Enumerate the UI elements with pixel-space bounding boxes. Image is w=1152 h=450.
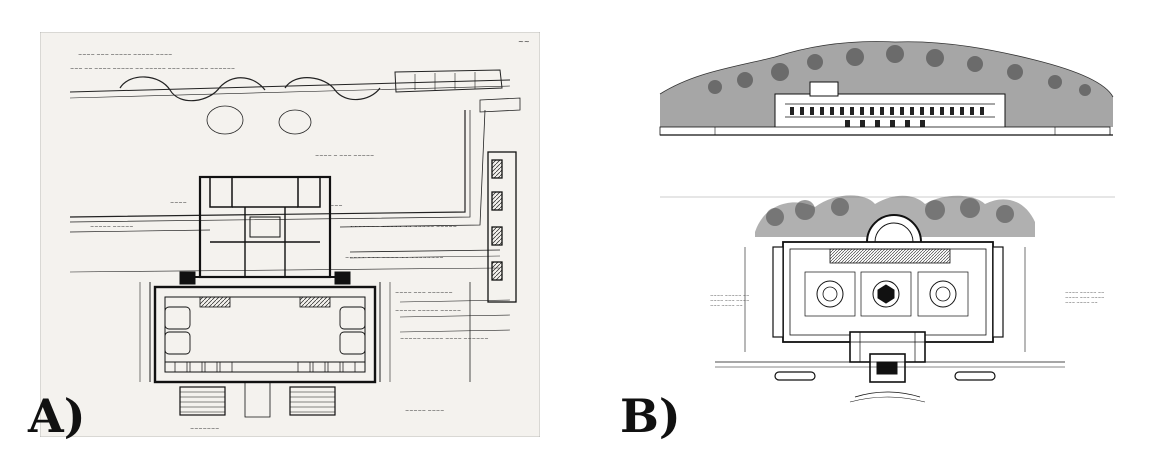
svg-text:~~~~ ~~~ ~~~~~ ~~~~~ ~~~~: ~~~~ ~~~ ~~~~~ ~~~~~ ~~~~ [78, 52, 172, 58]
svg-text:~~~~~ ~~~~~ ~~~~~: ~~~~~ ~~~~~ ~~~~~ [395, 308, 461, 314]
terrace-lines [69, 109, 501, 273]
lower-terrace [715, 361, 1065, 403]
garden-plan-view: ~~~~ ~~~~~ ~~ ~~~~ ~~~ ~~~~ ~~~ ~~~~ ~~ … [710, 195, 1104, 403]
exedra [866, 214, 922, 243]
paper-sheet-a [40, 32, 540, 437]
panel-label-a: A) [28, 389, 86, 443]
entrance-stairs [179, 382, 336, 418]
top-terrace-strip [69, 69, 521, 135]
svg-text:~~~~ ~~~ ~~~~~~: ~~~~ ~~~ ~~~~~~ [395, 290, 453, 296]
panel-a-drawing: ~~~~ ~~~ ~~~~~ ~~~~~ ~~~~ ~~~ ~~ ~~~~ ~~… [40, 32, 540, 437]
svg-text:~~~ ~~ ~~~~ ~~~~~ ~~ ~~~~~ ~~~: ~~~ ~~ ~~~~ ~~~~~ ~~ ~~~~~ ~~~ ~~~~ ~~ ~… [70, 66, 235, 72]
svg-text:~~~~ ~~~ ~~~~: ~~~~ ~~~ ~~~~ [710, 298, 749, 303]
svg-text:~~~~~ ~~~~: ~~~~~ ~~~~ [405, 408, 444, 414]
page-number-mark: ~~ [518, 38, 530, 46]
handwritten-annotations: ~~~~ ~ ~~~ ~~~~~ ~~~~ ~~~ ~~~~~ ~~~~~ ~~… [90, 153, 489, 432]
handwritten-notes-top: ~~~~ ~~~ ~~~~~ ~~~~~ ~~~~ ~~~ ~~ ~~~~ ~~… [70, 52, 235, 72]
svg-text:~~~ ~~~~ ~~: ~~~ ~~~~ ~~ [710, 303, 743, 308]
svg-text:~~~~~~~ ~~~~~ ~~ ~~~~~ ~~~~~: ~~~~~~~ ~~~~~ ~~ ~~~~~ ~~~~~ [350, 224, 457, 230]
svg-text:~~~~ ~~~~~ ~~: ~~~~ ~~~~~ ~~ [1065, 290, 1104, 295]
courtyard-plan [153, 285, 377, 384]
panel-b-drawing: ~~~~ ~~~~~ ~~ ~~~~ ~~~ ~~~~ ~~~ ~~~~ ~~ … [655, 32, 1125, 422]
panel-b: ~~~~ ~~~~~ ~~ ~~~~ ~~~ ~~~~ ~~~ ~~~~ ~~ … [655, 32, 1125, 422]
svg-text:~~~~~ ~~~~~: ~~~~~ ~~~~~ [90, 224, 133, 230]
facade-windows [790, 107, 984, 130]
panel-label-b: B) [620, 389, 681, 443]
svg-text:~~~~~~~: ~~~~~~~ [190, 426, 219, 432]
svg-text:~~: ~~ [518, 38, 530, 46]
right-wing-block [487, 151, 517, 303]
svg-text:~~~~~ ~~~ ~~~~ ~~ ~~~~~~~~: ~~~~~ ~~~ ~~~~ ~~ ~~~~~~~~ [345, 255, 444, 261]
svg-text:~~~~ ~~~~~ ~~: ~~~~ ~~~~~ ~~ [710, 293, 749, 298]
svg-text:~~~~~ ~~~~~ ~~~~ ~~~~~~: ~~~~~ ~~~~~ ~~~~ ~~~~~~ [400, 336, 489, 342]
svg-text:~~~~: ~~~~ [170, 200, 187, 206]
elevation-view [659, 41, 1114, 136]
panel-a: ~~~~ ~~~ ~~~~~ ~~~~~ ~~~~ ~~~ ~~ ~~~~ ~~… [40, 32, 540, 437]
left-walls [139, 282, 511, 382]
parterres [804, 271, 969, 317]
svg-text:~~~: ~~~ [330, 203, 343, 209]
svg-text:~~~~ ~ ~~~ ~~~~~: ~~~~ ~ ~~~ ~~~~~ [315, 153, 374, 159]
handwritten-legend-b: ~~~~ ~~~~~ ~~ ~~~~ ~~~ ~~~~ ~~~ ~~~~ ~~ … [710, 290, 1104, 308]
svg-text:~~~~ ~~~ ~~~~: ~~~~ ~~~ ~~~~ [1065, 295, 1104, 300]
side-wings [772, 246, 1004, 338]
svg-text:~~~ ~~~~ ~~: ~~~ ~~~~ ~~ [1065, 300, 1098, 305]
central-villa-plan [179, 175, 351, 285]
